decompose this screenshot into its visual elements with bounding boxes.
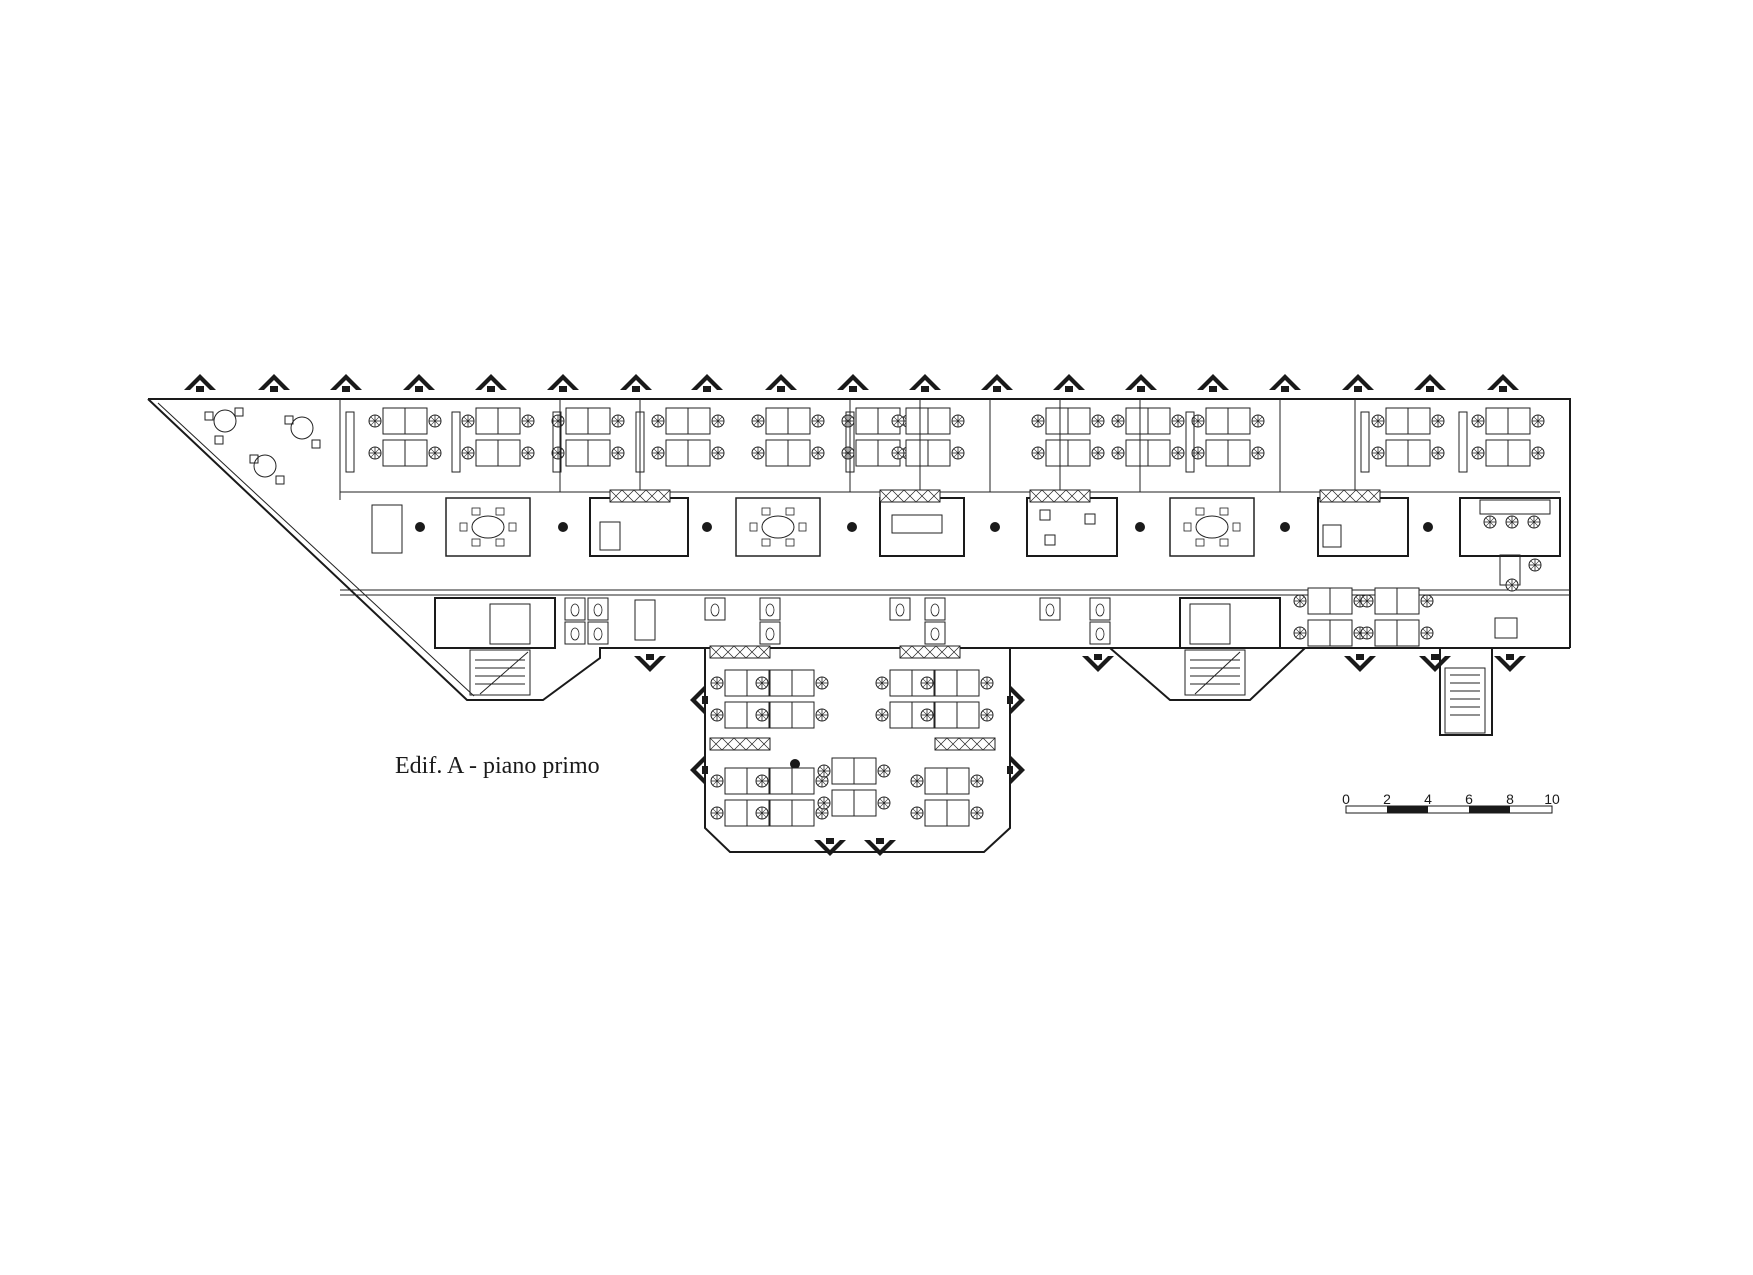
service-core-left	[434, 597, 781, 696]
scale-label-8: 8	[1506, 791, 1514, 807]
workstation-row-corridor-right	[1294, 554, 1542, 646]
scale-label-2: 2	[1383, 791, 1391, 807]
scale-label-10: 10	[1544, 791, 1560, 807]
scale-label-4: 4	[1424, 791, 1432, 807]
service-core-right	[1179, 597, 1486, 734]
workstation-lower-wing	[709, 670, 996, 826]
lounge-area	[204, 407, 321, 485]
workstation-row-top	[345, 399, 1544, 492]
scale-label-6: 6	[1465, 791, 1473, 807]
scale-label-0: 0	[1342, 791, 1350, 807]
scale-bar: 0 2 4 6 8 10	[1342, 791, 1560, 814]
drawing-title: Edif. A - piano primo	[395, 753, 600, 779]
meeting-rooms-row	[371, 489, 1561, 557]
structural-columns	[415, 522, 1433, 769]
